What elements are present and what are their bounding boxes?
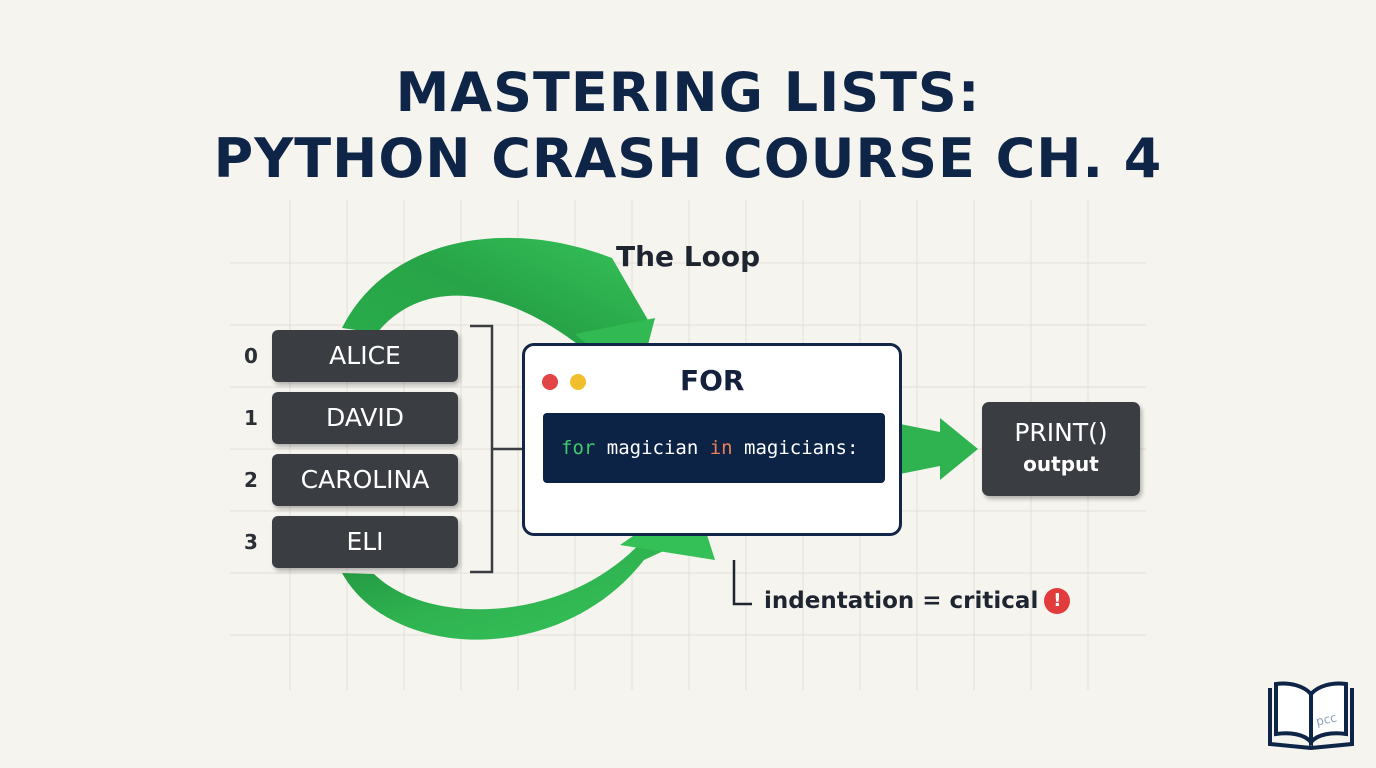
code-keyword-in: in — [709, 437, 733, 459]
page-title-line1: MASTERING LISTS: — [395, 61, 981, 124]
indentation-note-text: indentation = critical — [764, 588, 1039, 614]
loop-arrow-top — [342, 237, 648, 383]
list-index-3: 3 — [244, 530, 258, 554]
print-subtitle: output — [1023, 452, 1099, 476]
open-book-icon: pcc — [1268, 681, 1354, 750]
indentation-note: indentation = critical! — [764, 588, 1071, 614]
code-keyword-for: for — [561, 437, 596, 459]
page-title-line2: PYTHON CRASH COURSE CH. 4 — [213, 127, 1163, 190]
list-index-2: 2 — [244, 468, 258, 492]
list-bracket — [470, 324, 522, 574]
window-minimize-dot-icon — [570, 374, 586, 390]
loop-arrow-bottom — [342, 538, 670, 640]
code-line: for magician in magicians: — [543, 413, 885, 483]
for-title: FOR — [680, 364, 745, 397]
output-arrow — [900, 418, 978, 480]
for-loop-window: FOR for magician in magicians: — [522, 343, 902, 536]
window-close-dot-icon — [542, 374, 558, 390]
list-item-eli: ELI — [272, 516, 458, 568]
list-item-carolina: CAROLINA — [272, 454, 458, 506]
logo-text: pcc — [1315, 710, 1338, 728]
list-item-david: DAVID — [272, 392, 458, 444]
list-index-1: 1 — [244, 406, 258, 430]
indentation-guide — [732, 560, 752, 606]
exclamation-icon: ! — [1044, 588, 1071, 614]
loop-label: The Loop — [616, 240, 761, 273]
list-index-0: 0 — [244, 344, 258, 368]
code-iterable: magicians: — [732, 437, 859, 459]
code-variable: magician — [595, 437, 710, 459]
list-item-alice: ALICE — [272, 330, 458, 382]
print-title: PRINT() — [1014, 418, 1108, 447]
print-output-box: PRINT() output — [982, 402, 1140, 496]
